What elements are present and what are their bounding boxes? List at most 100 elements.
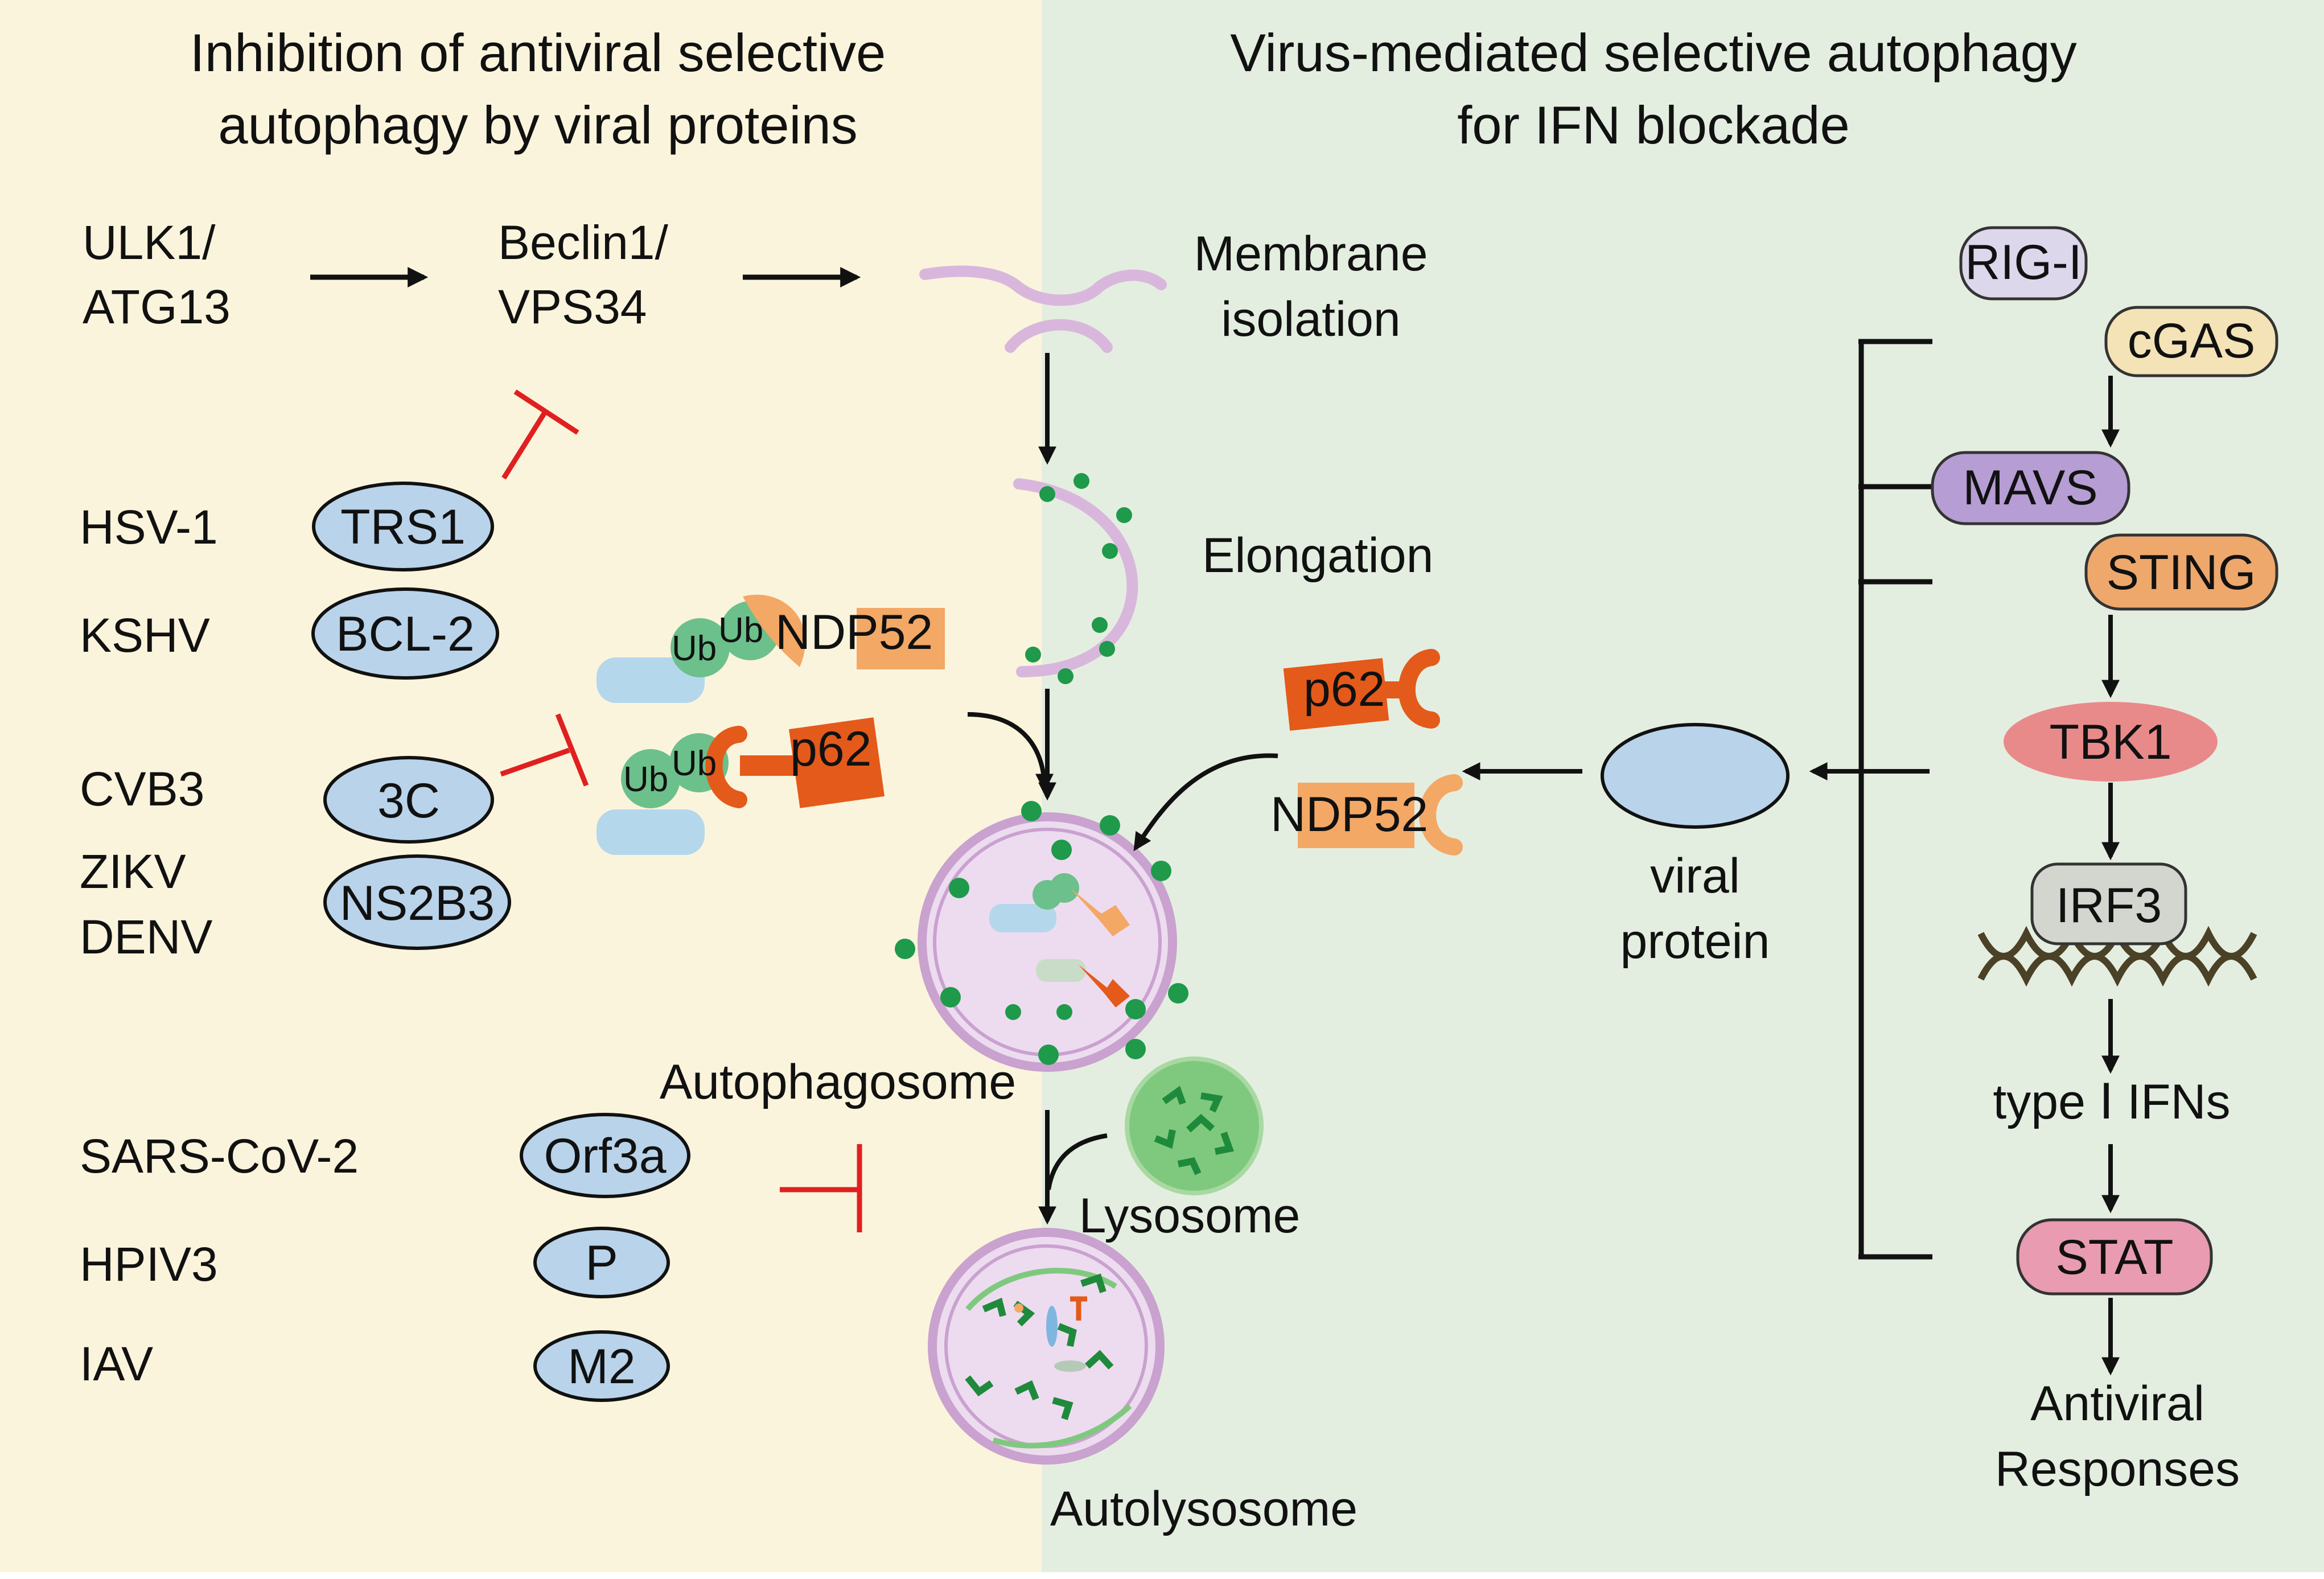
autolysosome-enzyme bbox=[965, 1375, 994, 1397]
trs1-inhibition-bar bbox=[513, 389, 579, 435]
antiviral-responses-line1: Antiviral bbox=[2030, 1376, 2204, 1431]
autolysosome-enzyme bbox=[1052, 1397, 1073, 1420]
phagophore-cup bbox=[1013, 478, 1138, 677]
p62-cup-right bbox=[1398, 649, 1440, 729]
orf3a-label: Orf3a bbox=[544, 1129, 666, 1183]
autolysosome-enzyme bbox=[1084, 1350, 1114, 1370]
m2-label: M2 bbox=[567, 1339, 635, 1394]
lc3-dot bbox=[1116, 507, 1132, 523]
autolysosome-enzyme bbox=[1014, 1380, 1039, 1401]
sting-node: STING bbox=[2084, 533, 2278, 611]
rig-i-box bbox=[1959, 226, 2088, 301]
ndp52-block-right bbox=[1298, 783, 1414, 848]
lysosome bbox=[1125, 1056, 1264, 1195]
stat-box bbox=[2016, 1218, 2213, 1296]
autolysosome-enzyme bbox=[1057, 1323, 1077, 1347]
cgas-node: cGAS bbox=[2104, 306, 2278, 377]
vps34-label: VPS34 bbox=[498, 280, 647, 334]
left-title-line2: autophagy by viral proteins bbox=[218, 95, 857, 155]
irf3-node: IRF3 bbox=[1977, 862, 2257, 987]
beclin1-label: Beclin1/ bbox=[498, 216, 669, 269]
lysosome-enzyme bbox=[1154, 1129, 1176, 1149]
lc3-dot bbox=[1168, 983, 1188, 1004]
lc3-dot bbox=[1005, 1004, 1021, 1020]
lysosome-enzyme bbox=[1186, 1113, 1215, 1133]
denv-label: DENV bbox=[80, 910, 212, 964]
autolysosome-membrane-green bbox=[992, 1404, 1132, 1449]
trs1-label: TRS1 bbox=[340, 500, 466, 554]
hpiv3-label: HPIV3 bbox=[80, 1237, 218, 1291]
lc3-dot bbox=[1025, 647, 1041, 663]
sting-box bbox=[2084, 533, 2278, 611]
isolation-membrane bbox=[919, 265, 1167, 353]
p62-block-right bbox=[1283, 658, 1389, 731]
autolysosome-p62 bbox=[1070, 1296, 1087, 1321]
rig-i-label: RIG-I bbox=[1965, 235, 2082, 290]
hsv1-label: HSV-1 bbox=[80, 500, 218, 554]
lysosome-enzyme bbox=[1200, 1092, 1223, 1113]
lysosome-enzyme bbox=[1214, 1131, 1234, 1155]
autolysosome-cargo-blue bbox=[1046, 1306, 1058, 1347]
autolysosome-ndp52 bbox=[1014, 1304, 1023, 1313]
ndp52-receptor-right: NDP52 bbox=[1270, 774, 1463, 856]
tbk1-label: TBK1 bbox=[2049, 715, 2171, 770]
autophagosome-cargo-2 bbox=[1036, 959, 1086, 982]
right-title-line1: Virus-mediated selective autophagy bbox=[1230, 23, 2076, 83]
stat-node: STAT bbox=[2016, 1218, 2213, 1296]
membrane-fragment bbox=[919, 265, 1167, 306]
ndp52-block bbox=[857, 608, 945, 669]
lc3-dot bbox=[1021, 801, 1042, 821]
ns2b3-ellipse bbox=[323, 854, 511, 950]
autophagosome-cargo-1 bbox=[989, 904, 1056, 932]
ulk1-label: ULK1/ bbox=[83, 216, 216, 269]
lc3-dot bbox=[1102, 543, 1118, 559]
lc3-dot bbox=[1092, 617, 1108, 633]
m2-ellipse bbox=[533, 1330, 670, 1402]
lc3-dot bbox=[1073, 473, 1089, 489]
lc3-dot bbox=[1051, 840, 1072, 860]
elongation-label: Elongation bbox=[1202, 528, 1433, 583]
ub-label-3: Ub bbox=[623, 760, 668, 799]
lc3-dot bbox=[949, 878, 969, 898]
p-ellipse bbox=[533, 1227, 670, 1298]
autophagosome-ndp52 bbox=[1070, 888, 1130, 936]
antiviral-responses-line2: Responses bbox=[1995, 1442, 2240, 1496]
lc3-dot bbox=[1099, 641, 1115, 657]
trs1-inhibition-line bbox=[501, 408, 549, 480]
3c-ellipse bbox=[323, 756, 494, 844]
autolysosome-enzyme bbox=[1080, 1273, 1107, 1293]
ns2b3-label: NS2B3 bbox=[340, 876, 495, 931]
sars-cov2-label: SARS-CoV-2 bbox=[80, 1129, 359, 1183]
kshv-label: KSHV bbox=[80, 608, 210, 662]
receptor-to-autophagosome-arrow bbox=[967, 712, 1054, 792]
lc3-dot bbox=[940, 987, 961, 1008]
autophagosome-label: Autophagosome bbox=[660, 1055, 1016, 1109]
3c-inhibition-bar bbox=[555, 713, 589, 787]
p62-receptor-right: p62 bbox=[1283, 649, 1440, 731]
cgas-box bbox=[2104, 306, 2278, 377]
p62-block bbox=[788, 717, 885, 808]
p62-label-left: p62 bbox=[790, 722, 872, 776]
lysosome-fusion-arrow bbox=[1046, 1133, 1108, 1190]
bcl2-ellipse bbox=[311, 587, 499, 680]
autolysosome-label: Autolysosome bbox=[1050, 1482, 1358, 1536]
lysosome-enzyme bbox=[1162, 1085, 1186, 1105]
mavs-box bbox=[1931, 451, 2130, 525]
cargo-block-lower bbox=[597, 809, 705, 855]
autolysosome-outer bbox=[928, 1228, 1165, 1465]
irf3-box bbox=[2030, 862, 2187, 945]
ndp52-label-right: NDP52 bbox=[1270, 787, 1428, 842]
membrane-isolation-line2: isolation bbox=[1221, 292, 1401, 347]
membrane-isolation-line1: Membrane bbox=[1194, 227, 1428, 281]
iav-label: IAV bbox=[80, 1337, 153, 1391]
bcl2-label: BCL-2 bbox=[336, 607, 475, 661]
ub-circle-3 bbox=[621, 749, 680, 808]
lc3-dot bbox=[1100, 815, 1120, 836]
tbk1-node: TBK1 bbox=[2004, 702, 2218, 782]
ub-label-2: Ub bbox=[718, 611, 763, 650]
autophagosome-ub-2 bbox=[1050, 873, 1079, 903]
lysosome-enzyme bbox=[1177, 1157, 1202, 1175]
type-i-ifns-label: type Ⅰ IFNs bbox=[1993, 1075, 2230, 1129]
zikv-label: ZIKV bbox=[80, 845, 186, 898]
ndp52-label-left: NDP52 bbox=[775, 605, 933, 660]
